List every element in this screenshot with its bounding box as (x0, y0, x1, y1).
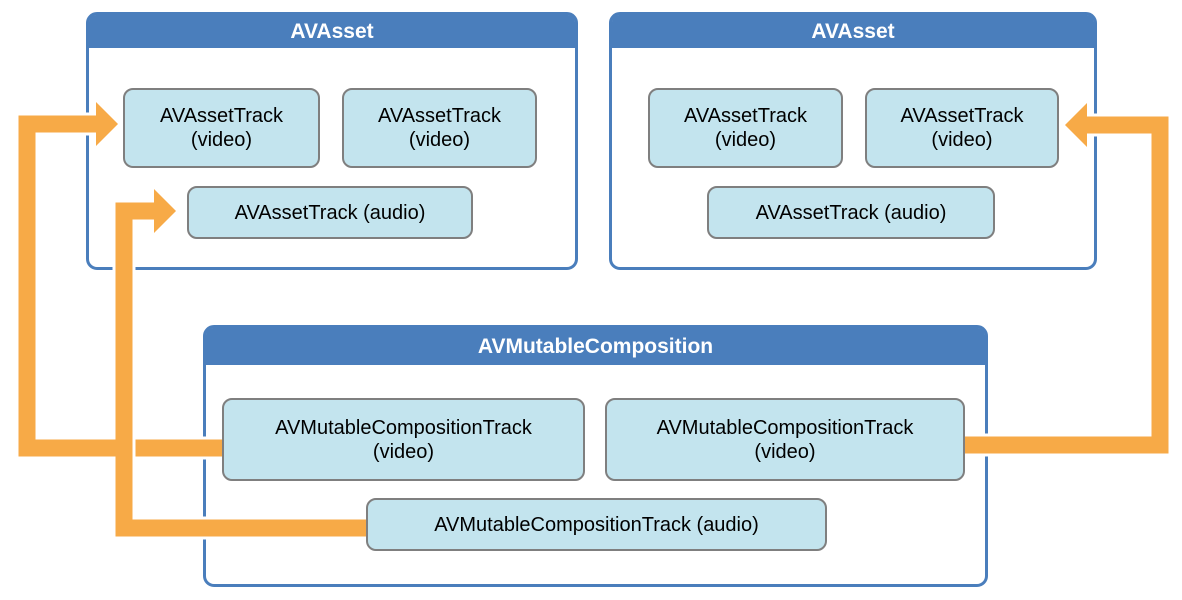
track-name: AVAssetTrack (900, 105, 1024, 127)
asset-left-video-track-1: AVAssetTrack (video) (123, 88, 320, 168)
asset-left-audio-track: AVAssetTrack (audio) (187, 186, 473, 239)
asset-box-right: AVAsset AVAssetTrack (video) AVAssetTrac… (609, 12, 1097, 270)
asset-right-header: AVAsset (612, 15, 1094, 48)
track-kind: (video) (754, 440, 816, 463)
asset-left-video-track-2: AVAssetTrack (video) (342, 88, 537, 168)
track-name: AVAssetTrack (378, 105, 501, 127)
composition-video-track-2: AVMutableCompositionTrack (video) (605, 398, 965, 481)
composition-box: AVMutableComposition AVMutableCompositio… (203, 325, 988, 587)
composition-audio-track: AVMutableCompositionTrack (audio) (366, 498, 827, 551)
track-kind: (video) (408, 129, 471, 151)
track-name: AVAssetTrack (684, 105, 807, 127)
asset-right-video-track-1: AVAssetTrack (video) (648, 88, 843, 168)
asset-right-audio-track: AVAssetTrack (audio) (707, 186, 995, 239)
composition-header: AVMutableComposition (206, 328, 985, 365)
asset-right-video-track-2: AVAssetTrack (video) (865, 88, 1059, 168)
asset-left-header: AVAsset (89, 15, 575, 48)
track-name: AVAssetTrack (audio) (234, 201, 426, 224)
track-name: AVAssetTrack (audio) (755, 201, 947, 224)
track-name: AVMutableCompositionTrack (audio) (434, 513, 759, 536)
asset-left-title: AVAsset (290, 19, 374, 43)
track-kind: (video) (190, 129, 253, 151)
track-kind: (video) (372, 440, 435, 463)
track-name: AVMutableCompositionTrack (275, 416, 532, 439)
composition-video-track-1: AVMutableCompositionTrack (video) (222, 398, 585, 481)
track-name: AVMutableCompositionTrack (656, 416, 914, 439)
track-name: AVAssetTrack (160, 105, 283, 127)
composition-title: AVMutableComposition (477, 334, 714, 358)
track-kind: (video) (714, 129, 777, 151)
track-kind: (video) (931, 129, 993, 151)
asset-right-title: AVAsset (811, 19, 895, 43)
asset-box-left: AVAsset AVAssetTrack (video) AVAssetTrac… (86, 12, 578, 270)
